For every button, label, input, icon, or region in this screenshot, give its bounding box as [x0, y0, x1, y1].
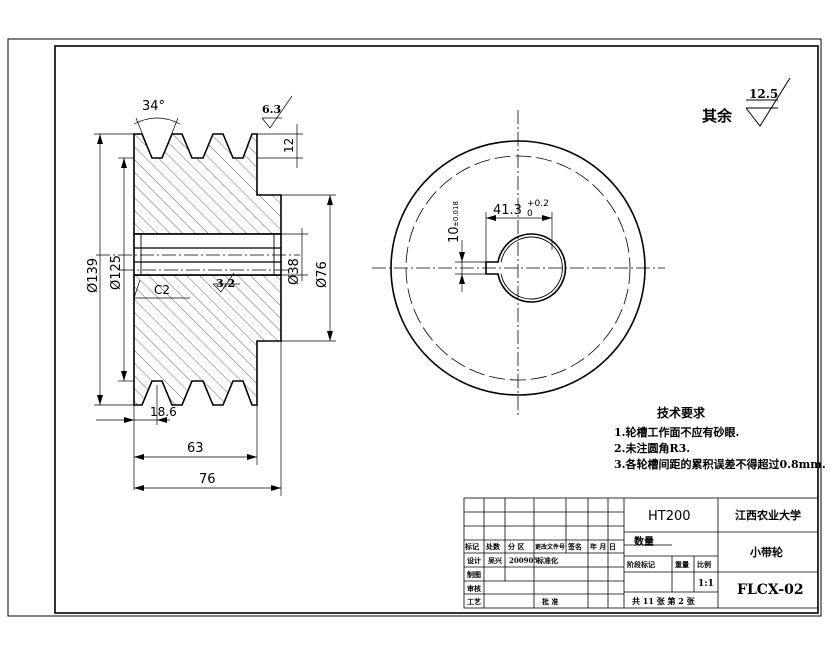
rev-header-file: 更改文件号 [535, 543, 565, 551]
tech-req-item-2: 2.未注圆角R3. [614, 441, 690, 455]
roughness-6-3: 6.3 [262, 103, 281, 116]
dim-12-label: 12 [282, 138, 296, 153]
roughness-3-2: 3.2 [216, 277, 235, 290]
design-date: 200905 [509, 556, 538, 565]
rev-header-mark: 标记 [464, 542, 479, 551]
review-label: 审核 [467, 584, 481, 593]
weight-label: 重量 [675, 560, 689, 569]
lower-section [133, 274, 282, 406]
dia-38-label: Ø38 [287, 258, 302, 285]
roughness-note: 其余 12.5 [702, 77, 791, 127]
rev-header-count: 处数 [485, 542, 501, 551]
quantity-label: 数量 [634, 535, 654, 548]
school-name: 江西农业大学 [735, 508, 801, 522]
design-label: 设计 [467, 556, 481, 565]
rev-header-date: 年 月 日 [590, 542, 616, 551]
chamfer-c2-label: C2 [154, 283, 170, 297]
bore [133, 233, 282, 276]
scale-value: 1:1 [698, 579, 714, 589]
keyway-bore [485, 233, 567, 303]
dim-63-label: 63 [187, 441, 204, 456]
standard-label: 标准化 [536, 556, 558, 565]
dia-125-label: Ø125 [109, 255, 124, 290]
inner-border [54, 45, 819, 614]
tech-req-item-1: 1.轮槽工作面不应有砂眼. [614, 425, 739, 439]
designer-name: 吴兴 [488, 556, 502, 565]
rev-header-zone: 分 区 [508, 542, 524, 551]
sheet-count: 共 11 张 第 2 张 [632, 596, 696, 606]
stage-mark: 阶段标记 [627, 560, 655, 569]
process-label: 工艺 [467, 597, 481, 606]
scale-label: 比例 [697, 560, 711, 569]
tech-req-item-3: 3.各轮槽间距的累积误差不得超过0.8mm. [614, 457, 826, 471]
roughness-12-5: 12.5 [749, 87, 778, 101]
title-block: HT200 江西农业大学 小带轮 FLCX-02 数量 阶段标记 重量 比例 1… [463, 497, 819, 609]
material-label: HT200 [648, 509, 691, 524]
section-view: 34° 6.3 12 Ø139 Ø125 Ø38 [86, 95, 336, 496]
keyway-10-tol: ±0.018 [452, 201, 460, 227]
tech-requirements: 技术要求 1.轮槽工作面不应有砂眼. 2.未注圆角R3. 3.各轮槽间距的累积误… [614, 405, 826, 471]
drawing-number: FLCX-02 [737, 582, 804, 598]
dim-76-label: 76 [199, 472, 216, 487]
part-name: 小带轮 [749, 545, 783, 559]
angle-34-label: 34° [142, 99, 165, 114]
keyway-41-3-tol-upper: +0.2 [527, 199, 549, 209]
tech-req-title: 技术要求 [657, 405, 706, 420]
approve-label: 批 准 [542, 597, 558, 606]
keyway-41-3-label: 41.3 [493, 203, 522, 218]
keyway-10-label: 10 [447, 226, 462, 243]
outer-border [7, 38, 822, 617]
keyway-41-3-tol-lower: 0 [527, 209, 533, 219]
draw-label: 制图 [467, 570, 481, 579]
roughness-other-label: 其余 [702, 107, 733, 125]
upper-section [133, 133, 282, 235]
rev-header-sign: 签名 [567, 542, 582, 551]
dia-139-label: Ø139 [86, 258, 101, 293]
dia-76-label: Ø76 [315, 261, 330, 288]
dim-18-6-label: 18.6 [150, 405, 177, 419]
front-view: 41.3 +0.2 0 10 ±0.018 [372, 110, 665, 418]
